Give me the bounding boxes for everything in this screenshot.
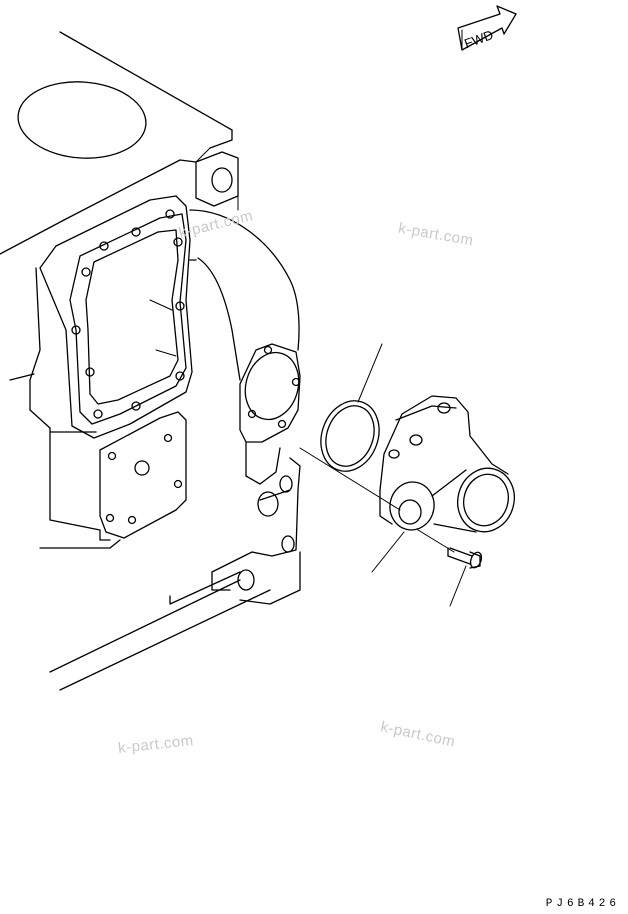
front-cover-plate [39,195,193,439]
leader-line-housing [371,531,405,573]
housing-outlet-pipe [457,467,515,533]
engine-block [0,31,300,691]
leader-line-bolt [449,565,467,607]
outlet-port [244,351,300,421]
thermostat-housing [299,395,515,573]
lower-plate [99,411,187,539]
leader-line-gasket [357,343,383,403]
top-oval-plug [17,81,147,159]
mounting-bolt [447,547,483,607]
center-line [299,447,401,511]
fwd-arrow-icon: FWD [457,5,517,51]
drawing-code: PJ6B426 [545,898,620,910]
o-ring-gasket [320,343,383,472]
outlet-flange [211,343,301,605]
fwd-label: FWD [462,27,495,51]
housing-inlet-boss [389,481,435,531]
